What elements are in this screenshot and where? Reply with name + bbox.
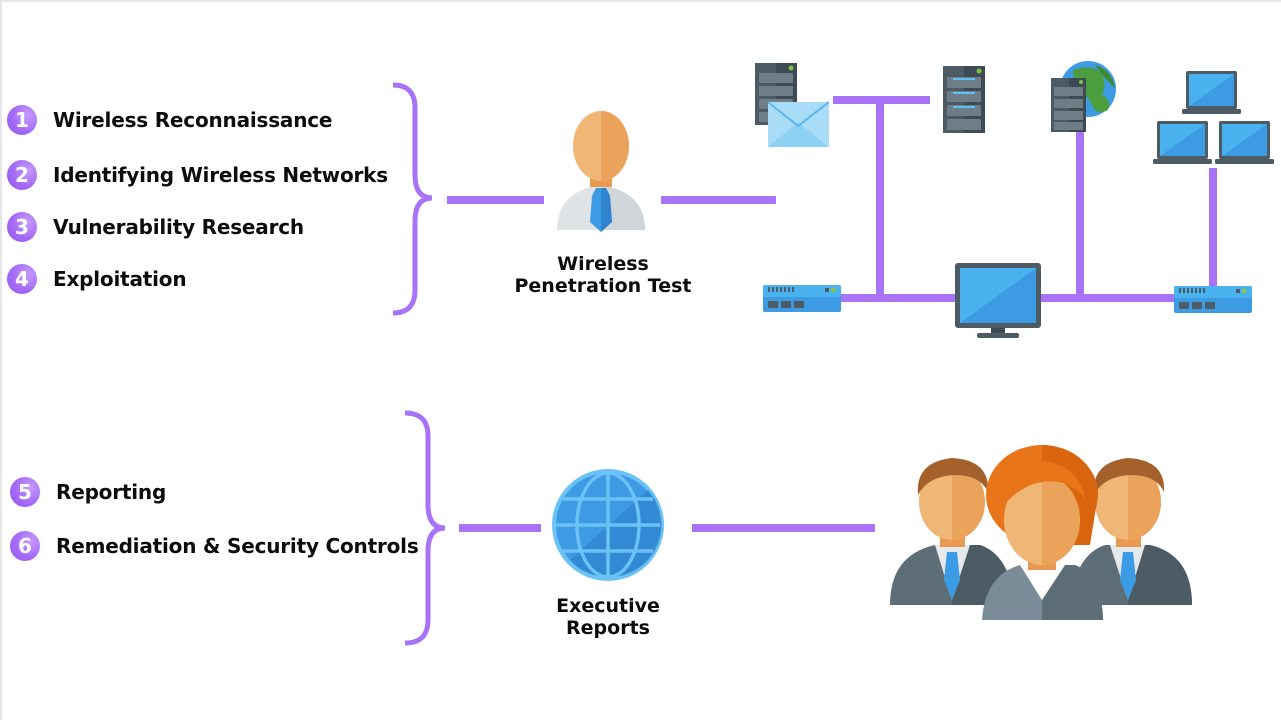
executives-group-icon	[890, 445, 1192, 620]
globe-icon	[552, 469, 664, 581]
step-item: 6 Remediation & Security Controls	[10, 530, 419, 562]
web-server-globe-icon	[1051, 61, 1116, 132]
step-number-badge: 6	[10, 531, 40, 561]
step-item: 3 Vulnerability Research	[7, 211, 304, 243]
connector-line	[447, 196, 544, 204]
brace-phase1	[392, 82, 433, 316]
connector-line	[692, 524, 875, 532]
reports-caption-line1: Executive	[556, 595, 660, 617]
laptop-group-icon	[1153, 71, 1274, 164]
step-label: Reporting	[56, 480, 167, 504]
network-link	[1076, 130, 1084, 298]
step-number-badge: 4	[7, 264, 37, 294]
network-link	[1038, 294, 1178, 302]
step-item: 2 Identifying Wireless Networks	[7, 159, 388, 191]
step-number-badge: 3	[7, 212, 37, 242]
step-number-badge: 1	[7, 105, 37, 135]
server-icon	[943, 66, 985, 133]
step-label: Wireless Reconnaissance	[53, 108, 333, 132]
network-link	[838, 294, 958, 302]
step-label: Identifying Wireless Networks	[53, 163, 388, 187]
step-item: 4 Exploitation	[7, 263, 187, 295]
connector-line	[661, 196, 776, 204]
step-item: 5 Reporting	[10, 476, 166, 508]
network-switch-icon	[1174, 286, 1252, 313]
step-label: Vulnerability Research	[53, 215, 304, 239]
network-link	[1209, 168, 1217, 296]
monitor-icon	[955, 263, 1041, 338]
person-tester-icon	[557, 111, 645, 232]
step-label: Remediation & Security Controls	[56, 534, 419, 558]
reports-caption-line2: Reports	[566, 617, 650, 639]
network-switch-icon	[763, 285, 841, 312]
step-number-badge: 2	[7, 160, 37, 190]
network-link	[876, 96, 884, 300]
step-number-badge: 5	[10, 477, 40, 507]
pentest-caption-line2: Penetration Test	[514, 275, 692, 297]
step-label: Exploitation	[53, 267, 187, 291]
mail-server-icon	[755, 63, 830, 147]
connector-line	[459, 524, 541, 532]
pentest-caption-line1: Wireless	[557, 253, 649, 275]
brace-phase2	[404, 410, 446, 646]
pentest-caption: Wireless Penetration Test	[503, 253, 703, 297]
reports-caption: Executive Reports	[508, 595, 708, 639]
step-item: 1 Wireless Reconnaissance	[7, 104, 332, 136]
